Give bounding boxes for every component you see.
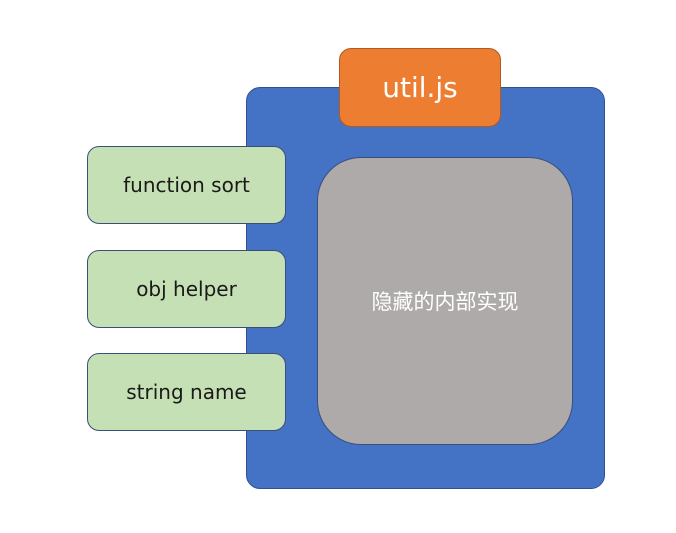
export-item-label: string name [126,380,247,404]
hidden-implementation-box: 隐藏的内部实现 [317,157,573,445]
export-item-string-name: string name [87,353,286,431]
export-item-function-sort: function sort [87,146,286,224]
module-title-text: util.js [382,71,458,104]
export-item-obj-helper: obj helper [87,250,286,328]
export-item-label: obj helper [136,277,237,301]
export-item-label: function sort [123,173,250,197]
hidden-implementation-label: 隐藏的内部实现 [371,290,519,314]
module-title-box: util.js [339,48,501,127]
